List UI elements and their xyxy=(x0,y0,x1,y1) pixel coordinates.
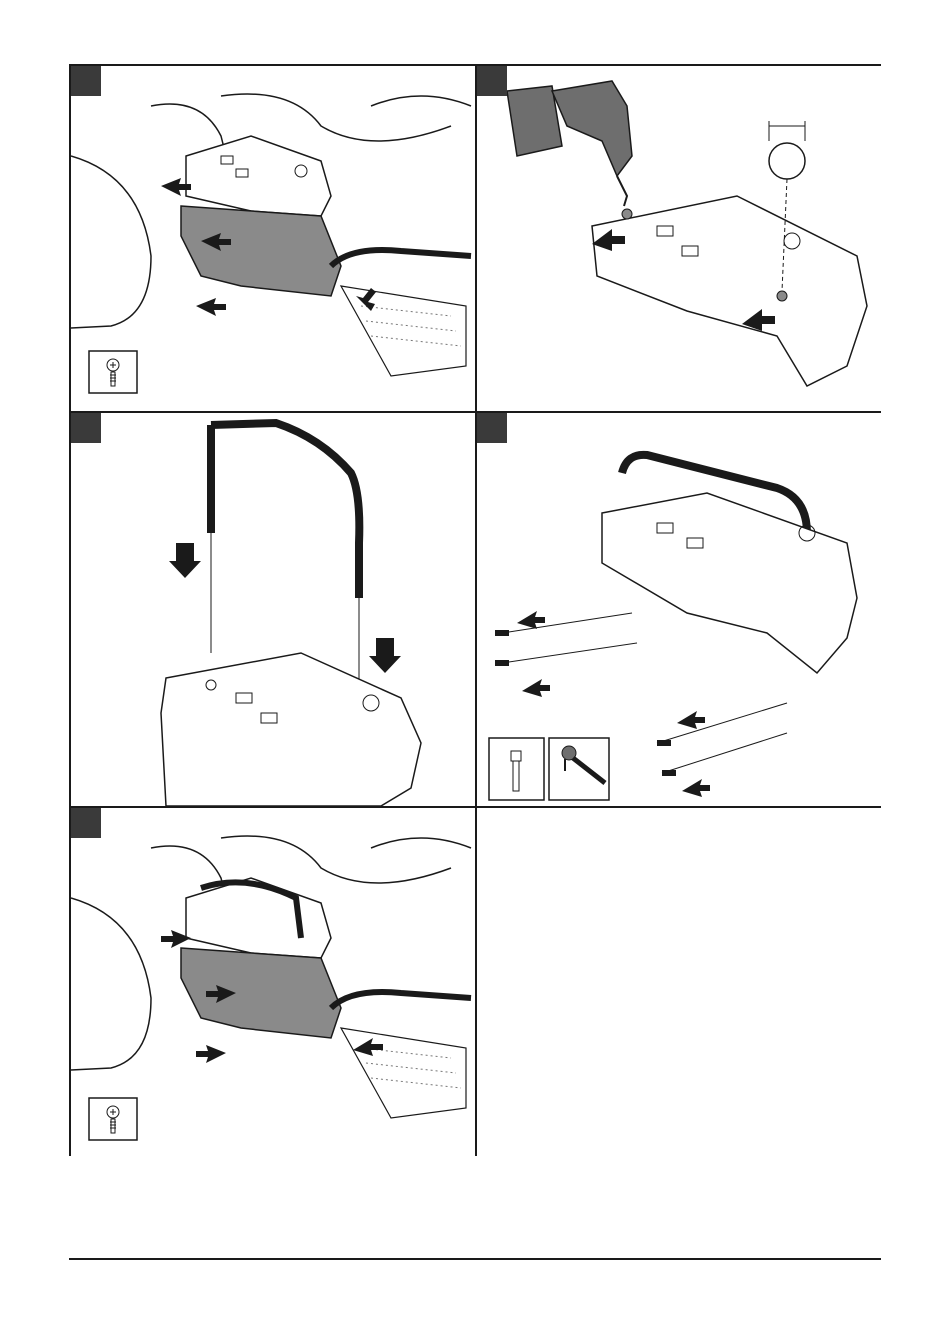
drill-icon xyxy=(507,81,632,206)
step-panel-drill-holes xyxy=(477,66,881,411)
screw-icon xyxy=(89,351,137,393)
step-marker xyxy=(477,66,507,96)
step-panel-remove-cover xyxy=(71,66,475,411)
step-marker xyxy=(477,413,507,443)
illustration-refit-cover xyxy=(71,808,475,1156)
step-marker xyxy=(71,413,101,443)
illustration-insert-handle xyxy=(71,413,475,806)
screw-icon xyxy=(89,1098,137,1140)
illustration-drill-holes xyxy=(477,66,881,411)
hex-bolt-icon xyxy=(489,738,544,800)
step-marker xyxy=(71,808,101,838)
step-panel-empty xyxy=(477,808,881,1156)
step-panel-refit-cover xyxy=(71,808,475,1156)
step-panel-fasten-bolts xyxy=(477,413,881,806)
illustration-remove-cover xyxy=(71,66,475,411)
socket-wrench-icon xyxy=(549,738,609,800)
step-marker xyxy=(71,66,101,96)
footer-rule xyxy=(69,1258,881,1260)
illustration-fasten-bolts xyxy=(477,413,881,806)
step-panel-insert-handle xyxy=(71,413,475,806)
instruction-grid xyxy=(69,64,881,1156)
